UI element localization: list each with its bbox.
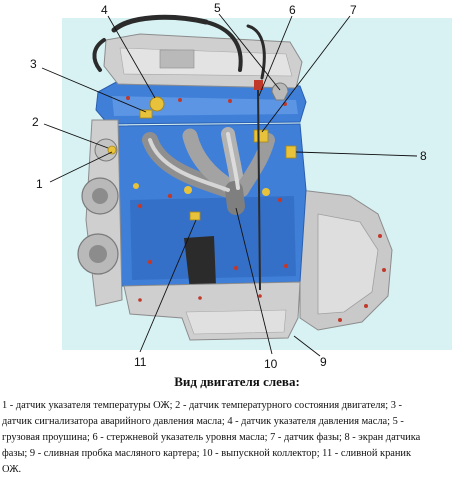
callout-1: 1 (36, 177, 43, 191)
legend-line: ОЖ. (2, 464, 22, 475)
figure-caption-title: Вид двигателя слева: (174, 374, 300, 389)
engine-diagram: 1 2 3 4 5 6 7 8 9 10 11 (30, 1, 452, 371)
callout-2: 2 (32, 115, 39, 129)
oil-pressure-gauge-sensor (149, 96, 165, 112)
callout-11: 11 (134, 355, 147, 369)
oil-pan (123, 281, 301, 341)
leader-lines (41, 13, 418, 357)
lifting-eye (271, 82, 289, 101)
callout-7: 7 (350, 3, 357, 17)
callout-9: 9 (320, 355, 327, 369)
exhaust-manifold (142, 127, 275, 215)
oil-dipstick (254, 80, 263, 291)
front-pulleys (77, 119, 123, 307)
legend-line: грузовая проушина; 6 - стержневой указат… (2, 432, 421, 443)
legend-line: датчик сигнализатора аварийного давления… (2, 416, 404, 427)
legend-line: 1 - датчик указателя температуры ОЖ; 2 -… (2, 400, 402, 411)
sensors (107, 96, 297, 221)
callout-4: 4 (101, 3, 108, 17)
intake-plenum (103, 33, 303, 89)
callout-8: 8 (420, 149, 427, 163)
bellhousing (299, 189, 393, 331)
figure-legend: 1 - датчик указателя температуры ОЖ; 2 -… (2, 398, 472, 478)
phase-sensor-shield (285, 145, 297, 159)
callout-5: 5 (214, 1, 221, 15)
top-hoses (92, 14, 266, 80)
oil-pressure-warning-sensor (139, 109, 153, 119)
phase-sensor (253, 129, 269, 143)
callout-6: 6 (289, 3, 296, 17)
engine-mount-bracket (184, 236, 216, 290)
coolant-drain-tap (189, 211, 201, 221)
legend-line: фазы; 9 - сливная пробка масляного карте… (2, 448, 412, 459)
callout-10: 10 (264, 357, 278, 371)
coolant-temp-sensor (107, 145, 117, 155)
callout-3: 3 (30, 57, 37, 71)
